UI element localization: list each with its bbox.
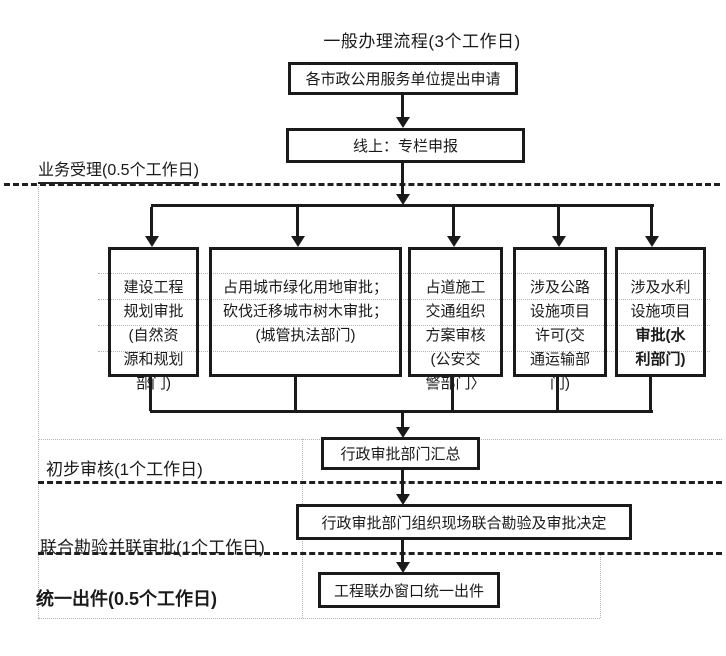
connector-drop-3: [452, 207, 455, 237]
connector-bar-summary: [401, 413, 404, 428]
node-apply-label: 各市政公用服务单位提出申请: [305, 71, 501, 88]
branch-box-planning-label: 建设工程 规划审批 (自然资 源和规划 部门): [123, 279, 184, 392]
branch-box-highway-label: 涉及公路 设施项目 许可(交 通运输部 门): [529, 279, 590, 392]
lane-label-unified-issue: 统一出件(0.5个工作日): [36, 589, 218, 609]
connector-online-bar: [401, 163, 404, 195]
node-summary: 行政审批部门汇总: [321, 437, 480, 470]
table-gridline-horizontal: [98, 325, 710, 326]
connector-summary-joint: [401, 470, 404, 495]
connector-drop-2: [296, 207, 299, 237]
node-summary-label: 行政审批部门汇总: [340, 446, 461, 463]
branch-box-traffic: 占道施工 交通组织 方案审核 (公安交 警部门〉: [408, 247, 503, 392]
arrowhead-down-icon: [145, 236, 159, 247]
connector-apply-online: [401, 95, 404, 119]
branch-box-highway: 涉及公路 设施项目 许可(交 通运输部 门): [513, 247, 607, 392]
lane-separator-3: [38, 552, 722, 555]
lane-label-preliminary-review: 初步审核(1个工作日): [46, 460, 203, 479]
branch-box-water-label: 涉及水利 设施项目: [630, 279, 691, 320]
table-gridline-horizontal: [38, 618, 600, 619]
arrowhead-down-icon: [552, 236, 566, 247]
node-online-report: 线上：专栏申报: [286, 128, 525, 163]
arrowhead-down-icon: [396, 194, 410, 205]
connector-stub-3: [451, 377, 454, 411]
arrowhead-down-icon: [396, 117, 410, 128]
arrowhead-down-icon: [396, 494, 410, 505]
connector-joint-issue: [401, 540, 404, 563]
flow-title: 一般办理流程(3个工作日): [323, 32, 521, 51]
connector-drop-4: [557, 207, 560, 237]
node-apply: 各市政公用服务单位提出申请: [288, 62, 518, 95]
connector-drop-1: [150, 207, 153, 237]
branch-box-planning: 建设工程 规划审批 (自然资 源和规划 部门): [108, 247, 199, 392]
lane-label-acceptance: 业务受理(0.5个工作日): [38, 156, 199, 184]
branch-box-greening-label: 占用城市绿化用地审批； 砍伐迁移城市树木审批； (城管执法部门): [222, 279, 388, 344]
node-online-report-label: 线上：专栏申报: [352, 138, 458, 155]
node-joint-inspection: 行政审批部门组织现场联合勘验及审批决定: [296, 504, 632, 540]
lane-separator-1: [4, 183, 720, 186]
node-unified-issue-label: 工程联办窗口统一出件: [333, 582, 484, 600]
table-gridline-horizontal: [98, 351, 710, 352]
node-joint-inspection-label: 行政审批部门组织现场联合勘验及审批决定: [321, 514, 607, 532]
node-unified-issue: 工程联办窗口统一出件: [318, 572, 500, 608]
arrowhead-down-icon: [396, 562, 410, 573]
arrowhead-down-icon: [447, 236, 461, 247]
branch-box-water-label-bold: 审批(水 利部门): [635, 327, 686, 368]
arrowhead-down-icon: [645, 236, 659, 247]
arrowhead-down-icon: [291, 236, 305, 247]
connector-distribution-bar: [151, 204, 654, 207]
table-gridline-horizontal: [98, 299, 710, 300]
arrowhead-down-icon: [396, 427, 410, 438]
connector-stub-1: [149, 377, 152, 411]
connector-stub-2: [294, 377, 297, 411]
lane-separator-2: [38, 481, 722, 484]
connector-stub-5: [649, 377, 652, 411]
branch-box-greening: 占用城市绿化用地审批； 砍伐迁移城市树木审批； (城管执法部门): [209, 247, 402, 377]
connector-stub-4: [556, 377, 559, 411]
table-gridline-vertical: [38, 185, 39, 618]
connector-drop-5: [650, 207, 653, 237]
branch-box-water: 涉及水利 设施项目 审批(水 利部门): [615, 247, 706, 377]
branch-box-traffic-label: 占道施工 交通组织 方案审核 (公安交 警部门〉: [425, 279, 486, 392]
connector-converge-bar: [150, 410, 653, 413]
table-gridline-vertical: [600, 553, 601, 618]
table-gridline-horizontal: [98, 273, 710, 274]
